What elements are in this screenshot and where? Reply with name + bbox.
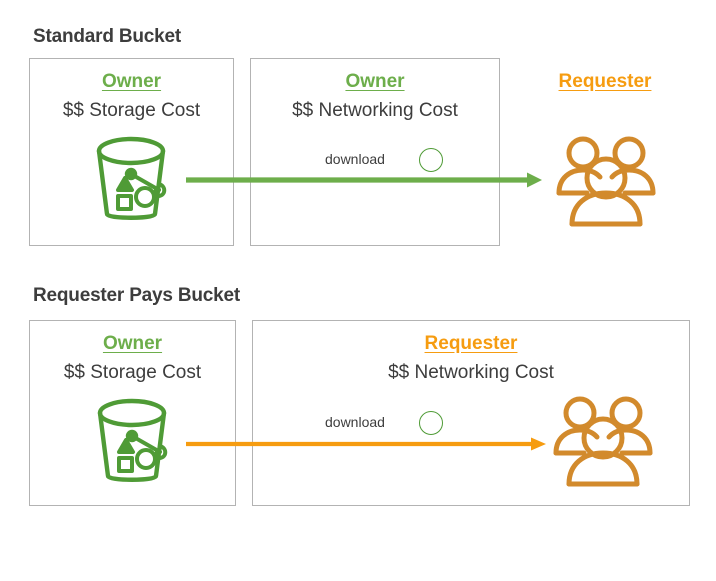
requester-pays-storage-cost-label: $$ Storage Cost — [63, 362, 202, 383]
requester-pays-networking-role-label: Requester — [424, 333, 518, 354]
requester-pays-networking-panel — [252, 320, 690, 506]
standard-networking-cost-label: $$ Networking Cost — [292, 100, 458, 121]
requester-pays-download-label: download — [325, 414, 385, 430]
users-group-icon — [556, 136, 656, 227]
download-circle-icon — [419, 148, 443, 172]
requester-pays-networking-cost-label: $$ Networking Cost — [388, 362, 554, 383]
section-title-standard-bucket: Standard Bucket — [33, 26, 181, 47]
standard-storage-role-label: Owner — [101, 71, 162, 92]
orange-arrow-right-icon — [186, 437, 546, 451]
green-arrow-right-icon — [186, 172, 542, 188]
s3-bucket-icon — [96, 136, 167, 220]
standard-requester-label: Requester — [558, 71, 652, 92]
section-title-requester-pays-bucket: Requester Pays Bucket — [33, 285, 241, 306]
standard-networking-role-label: Owner — [345, 71, 405, 92]
standard-storage-panel — [29, 58, 234, 246]
users-group-icon — [553, 396, 653, 487]
download-circle-icon — [419, 411, 443, 435]
standard-storage-cost-label: $$ Storage Cost — [62, 100, 201, 121]
s3-bucket-icon — [97, 398, 168, 482]
standard-networking-panel — [250, 58, 500, 246]
requester-pays-storage-panel — [29, 320, 236, 506]
requester-pays-storage-role-label: Owner — [102, 333, 163, 354]
standard-download-label: download — [325, 151, 385, 167]
